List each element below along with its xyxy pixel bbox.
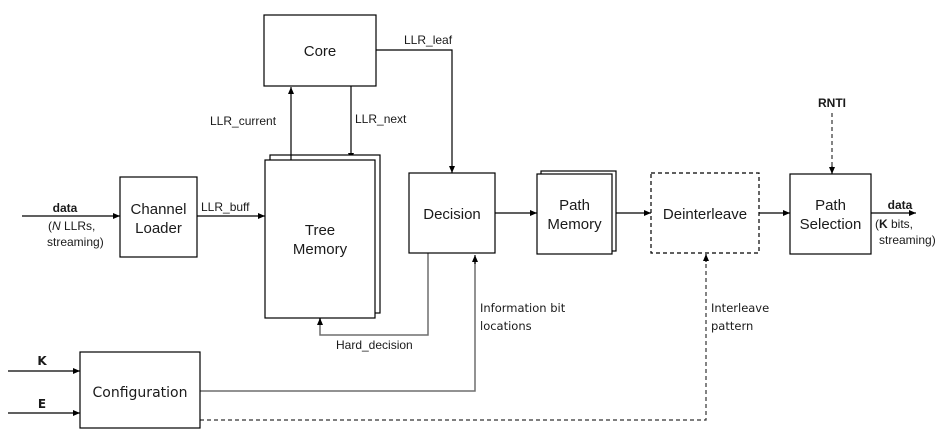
configuration-label: Configuration <box>93 385 188 401</box>
deinterleave-label: Deinterleave <box>663 206 747 223</box>
llr-current-label: LLR_current <box>210 114 277 128</box>
info-bits-label-line2: locations <box>480 319 532 333</box>
path-selection-label-line1: Path <box>815 197 846 214</box>
hard-decision-wire <box>319 253 429 336</box>
hard-decision-label: Hard_decision <box>336 338 413 352</box>
data-input-desc-line2: streaming) <box>47 235 104 249</box>
channel-loader-block[interactable]: Channel Loader <box>119 176 198 258</box>
data-input-title: data <box>53 201 78 215</box>
path-selection-label-line2: Selection <box>800 216 862 233</box>
data-output-desc-line1: (K bits, <box>875 217 913 231</box>
tree-memory-label-line2: Memory <box>293 241 348 258</box>
interleave-pattern-label-line2: pattern <box>711 319 753 333</box>
llr-leaf-label: LLR_leaf <box>404 33 453 47</box>
info-bits-wire <box>200 262 476 392</box>
interleave-pattern-wire <box>200 262 707 421</box>
tree-memory-block[interactable]: Tree Memory <box>264 154 381 319</box>
core-label: Core <box>304 43 337 60</box>
rnti-label: RNTI <box>818 96 846 110</box>
deinterleave-block[interactable]: Deinterleave <box>650 172 760 254</box>
core-block[interactable]: Core <box>263 14 377 87</box>
channel-loader-label-line1: Channel <box>131 201 187 218</box>
info-bits-label-line1: Information bit <box>480 301 566 315</box>
configuration-block[interactable]: Configuration <box>79 351 201 429</box>
k-input-label: K <box>37 354 47 368</box>
data-output-title: data <box>888 198 913 212</box>
path-selection-block[interactable]: Path Selection <box>789 173 872 255</box>
tree-memory-label-line1: Tree <box>305 222 335 239</box>
channel-loader-label-line2: Loader <box>135 220 182 237</box>
path-memory-label-line2: Memory <box>547 216 602 233</box>
decision-label: Decision <box>423 206 481 223</box>
tree-memory-front-page <box>264 159 376 319</box>
llr-leaf-arrow <box>376 49 455 173</box>
path-memory-label-line1: Path <box>559 197 590 214</box>
data-input-desc-line1: (N LLRs, <box>48 219 95 233</box>
path-memory-front-page <box>536 173 613 255</box>
decision-block[interactable]: Decision <box>408 172 496 254</box>
data-output-desc-line2: streaming) <box>879 233 936 247</box>
llr-buff-label: LLR_buff <box>201 200 250 214</box>
interleave-pattern-label-line1: Interleave <box>711 301 769 315</box>
llr-next-label: LLR_next <box>355 112 407 126</box>
e-input-label: E <box>38 397 46 411</box>
path-memory-block[interactable]: Path Memory <box>536 170 617 255</box>
